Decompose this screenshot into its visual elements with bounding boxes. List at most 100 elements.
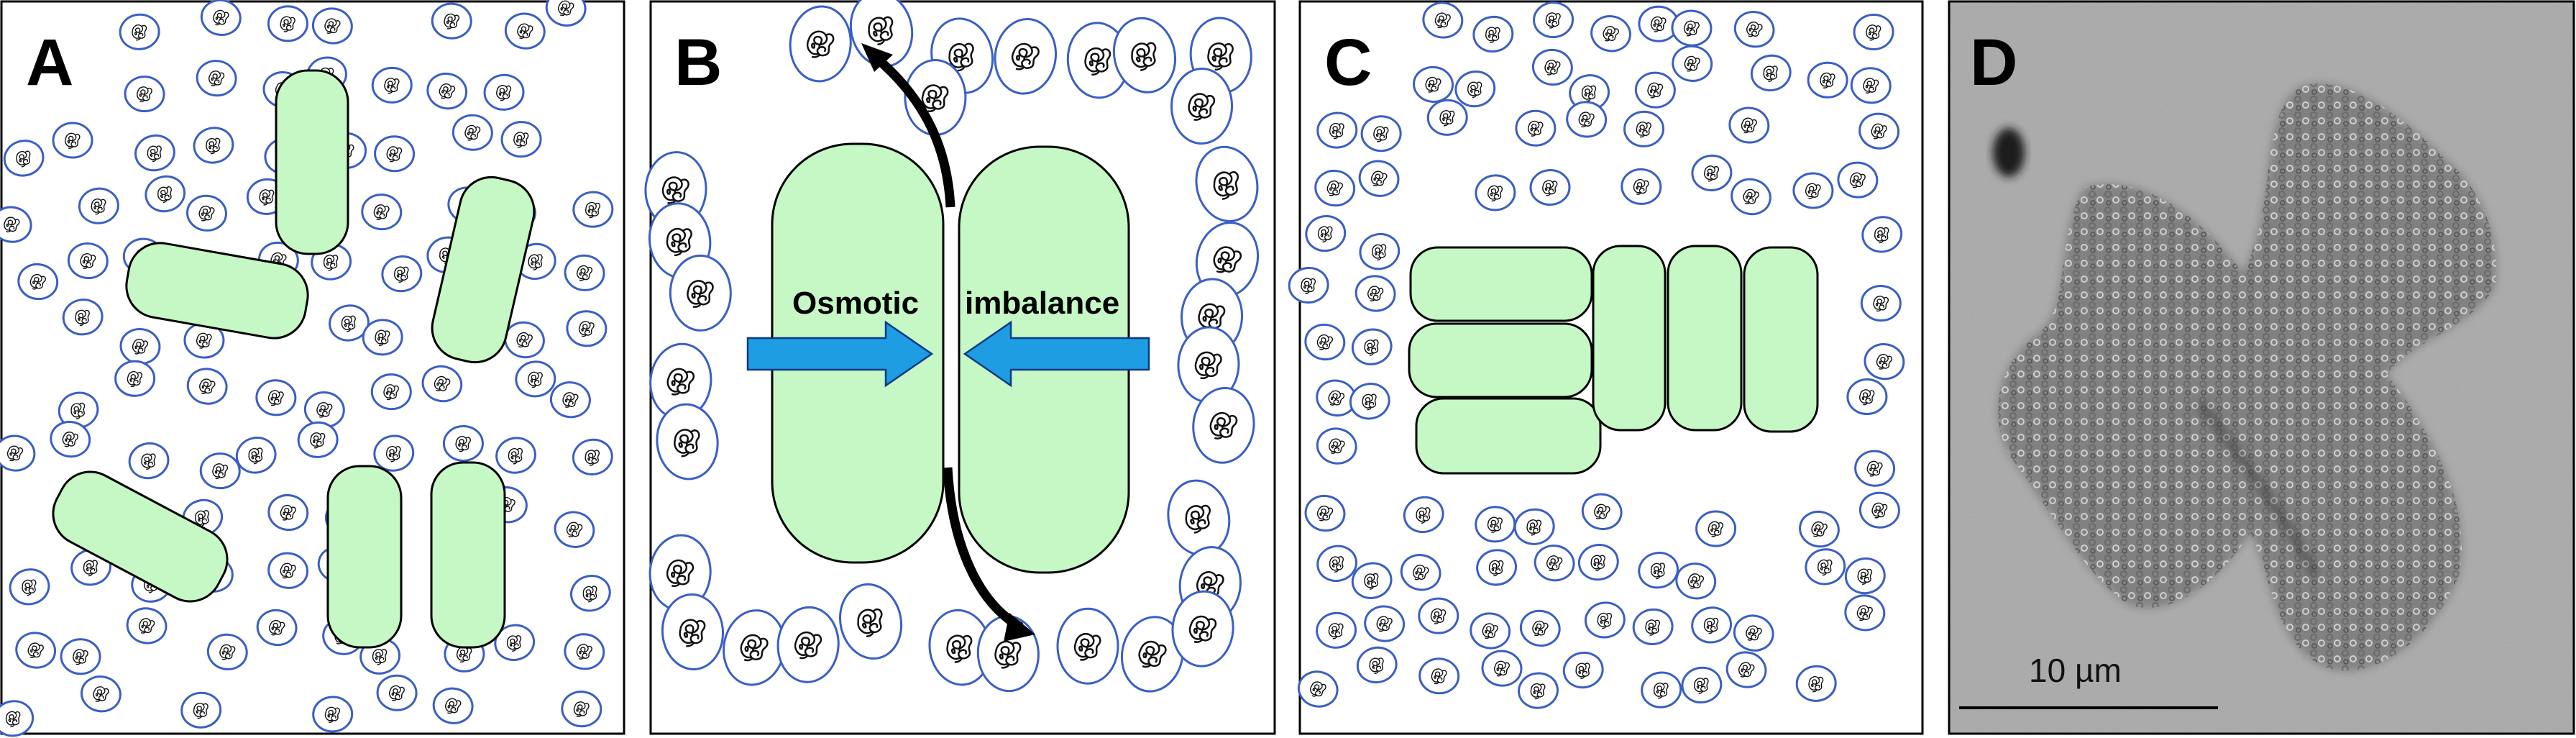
polymer-molecule xyxy=(362,319,403,356)
polymer-molecule xyxy=(267,493,309,532)
imbalance-label: imbalance xyxy=(965,286,1119,321)
polymer-molecule xyxy=(1288,266,1329,304)
polymer-molecule xyxy=(564,633,605,670)
polymer-molecule xyxy=(1470,612,1511,650)
polymer-molecule xyxy=(1355,275,1396,312)
polymer-molecule xyxy=(1844,594,1886,632)
polymer-molecule xyxy=(1360,115,1402,152)
polymer-molecule xyxy=(373,434,415,472)
polymer-molecule xyxy=(661,593,725,670)
cell-aggregate-image xyxy=(1993,83,2496,671)
polymer-molecule xyxy=(1351,562,1393,599)
polymer-molecule xyxy=(1731,178,1771,216)
polymer-molecule xyxy=(1792,172,1834,209)
polymer-molecule xyxy=(1475,174,1516,211)
polymer-molecule xyxy=(374,135,416,173)
polymer-molecule xyxy=(1837,161,1879,199)
polymer-molecule xyxy=(1675,562,1717,600)
polymer-molecule xyxy=(1519,609,1561,647)
polymer-molecule xyxy=(1422,1,1464,39)
polymer-molecule xyxy=(1472,15,1514,53)
polymer-molecule xyxy=(1581,493,1623,530)
polymer-molecule xyxy=(494,624,536,661)
polymer-molecule xyxy=(267,552,309,589)
panel-d-letter: D xyxy=(1970,26,2017,99)
panel-d-frame xyxy=(1948,0,2575,735)
efflux-arrowhead-down xyxy=(1004,613,1035,642)
polymer-molecule xyxy=(1297,670,1339,708)
polymer-molecule xyxy=(60,638,101,675)
panel-c-letter: C xyxy=(1324,26,1372,99)
polymer-molecule xyxy=(9,568,50,606)
polymer-molecule xyxy=(126,607,168,644)
polymer-molecule xyxy=(549,381,591,419)
polymer-molecule xyxy=(0,206,32,243)
polymer-molecule xyxy=(297,421,339,458)
polymer-molecule xyxy=(1533,1,1575,39)
polymer-molecule xyxy=(186,194,227,232)
polymer-molecule xyxy=(1805,548,1846,586)
polymer-molecule xyxy=(1638,552,1679,589)
polymer-molecule xyxy=(1418,597,1459,634)
polymer-molecule xyxy=(114,360,156,397)
cell xyxy=(1743,246,1819,433)
polymer-molecule xyxy=(1358,160,1400,197)
polymer-molecule xyxy=(669,254,732,332)
polymer-molecule xyxy=(1475,506,1516,543)
polymer-molecule xyxy=(1795,665,1837,702)
cell xyxy=(125,242,309,340)
cell xyxy=(1409,246,1593,322)
polymer-molecule xyxy=(0,700,35,737)
polymer-molecule xyxy=(186,368,228,405)
polymer-molecule xyxy=(572,438,613,475)
polymer-molecule xyxy=(1733,11,1775,48)
polymer-molecule xyxy=(564,254,605,291)
polymer-molecule xyxy=(431,2,472,40)
cell xyxy=(1667,245,1743,432)
polymer-molecule xyxy=(193,127,234,164)
polymer-molecule xyxy=(838,583,903,660)
polymer-molecule xyxy=(1316,545,1357,583)
polymer-molecule xyxy=(1192,386,1255,464)
polymer-molecule xyxy=(17,263,59,301)
polymer-molecule xyxy=(1529,169,1571,206)
polymer-molecule xyxy=(1728,106,1770,144)
polymer-molecule xyxy=(267,5,308,42)
polymer-molecule xyxy=(515,360,556,398)
polymer-molecule xyxy=(1304,323,1346,361)
polymer-molecule xyxy=(0,434,36,472)
polymer-molecule xyxy=(483,73,525,111)
polymer-molecule xyxy=(256,609,298,647)
polymer-molecule xyxy=(1403,496,1444,534)
polymer-molecule xyxy=(1584,601,1626,639)
polymer-molecule xyxy=(1195,145,1259,223)
polymer-molecule xyxy=(421,365,463,403)
polymer-molecule xyxy=(1733,614,1774,652)
polymer-molecule xyxy=(1112,17,1177,94)
panel-d-micrograph: 10 µm D xyxy=(1948,0,2575,735)
polymer-molecule xyxy=(1562,651,1604,689)
polymer-molecule xyxy=(1314,169,1356,207)
polymer-molecule xyxy=(1621,168,1662,205)
panel-c: C xyxy=(1288,0,1924,735)
cell xyxy=(326,465,403,649)
cell xyxy=(1592,245,1667,432)
polymer-molecule xyxy=(1316,611,1357,649)
polymer-molecule xyxy=(361,193,403,231)
cell xyxy=(1408,322,1593,398)
polymer-molecule xyxy=(1695,510,1737,547)
polymer-molecule xyxy=(1534,545,1575,582)
panel-b-letter: B xyxy=(674,26,722,99)
polymer-molecule xyxy=(371,66,413,104)
panel-c-cell-aggregate xyxy=(1408,245,1819,475)
polymer-molecule xyxy=(1846,378,1888,416)
polymer-molecule xyxy=(1476,549,1518,586)
polymer-molecule xyxy=(1632,608,1674,646)
polymer-molecule xyxy=(1481,650,1523,687)
efflux-arrowhead-up xyxy=(861,43,893,72)
polymer-molecule xyxy=(1672,45,1713,82)
polymer-molecule xyxy=(311,7,353,45)
polymer-molecule xyxy=(1860,285,1902,322)
polymer-molecule xyxy=(196,60,237,97)
debris-speck xyxy=(1993,128,2025,177)
